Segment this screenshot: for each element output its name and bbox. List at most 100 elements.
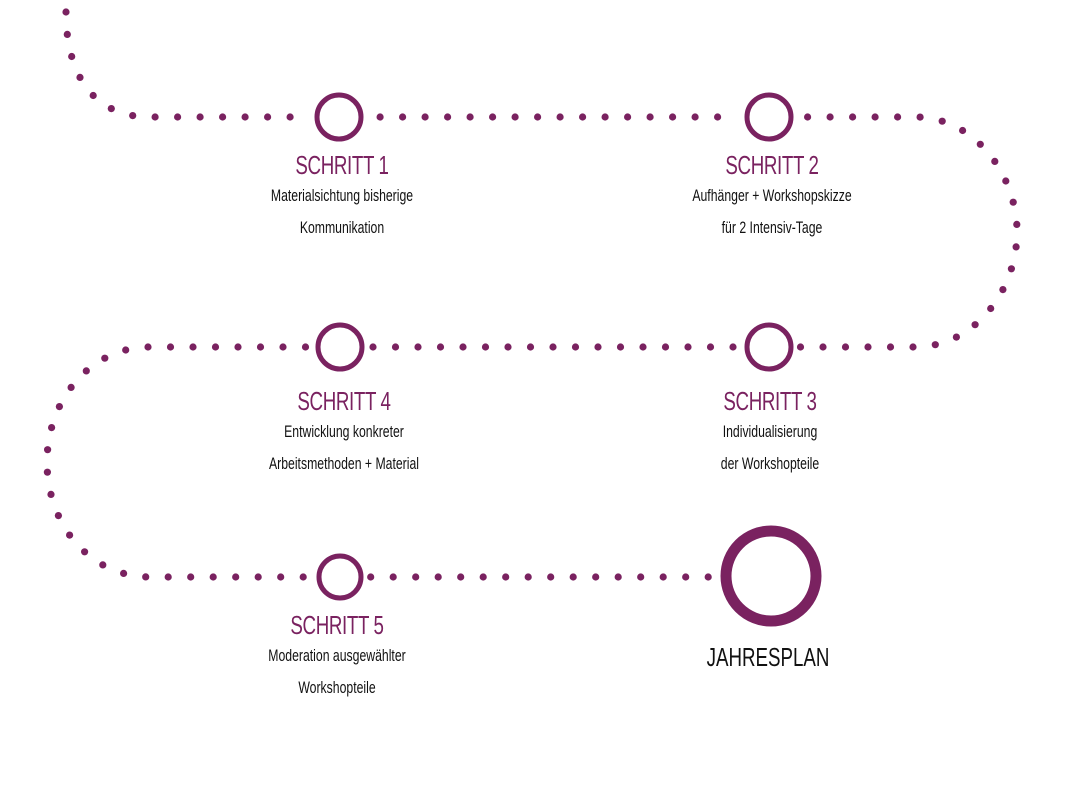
path-dot (399, 113, 407, 121)
path-dot (704, 573, 712, 581)
path-dot (886, 343, 895, 351)
step-5-title: SCHRITT 5 (290, 610, 384, 640)
path-dot (938, 117, 946, 125)
path-dot (457, 573, 465, 581)
path-dot (479, 573, 487, 581)
path-dot (232, 573, 240, 581)
path-dot (436, 343, 445, 351)
path-dot (101, 354, 109, 362)
path-dot (264, 113, 272, 121)
path-dot (804, 113, 812, 121)
step-1-marker (314, 92, 364, 142)
path-dot (219, 113, 227, 121)
path-dot (279, 343, 287, 351)
path-dot (661, 343, 670, 351)
step-5-line-1: Moderation ausgewählter (268, 646, 406, 665)
path-dot (389, 573, 397, 581)
path-dot (706, 343, 715, 351)
path-dot (714, 113, 722, 121)
path-dot (122, 346, 130, 354)
path-dot (639, 343, 647, 351)
path-dot (489, 113, 497, 121)
path-dot (646, 113, 654, 121)
path-dot (504, 343, 512, 351)
path-dot (174, 113, 182, 121)
path-dot (63, 30, 71, 38)
path-dot (1007, 265, 1016, 273)
path-dot (976, 140, 984, 148)
path-dot (81, 548, 89, 556)
path-dot (571, 343, 580, 351)
path-dot (286, 113, 294, 121)
path-dot (142, 573, 150, 581)
path-dot (376, 113, 384, 121)
path-dot (481, 343, 490, 351)
step-2-line-1: Aufhänger + Workshopskizze (692, 186, 852, 205)
path-dot (849, 113, 857, 121)
step-5: SCHRITT 5 Moderation ausgewählter Worksh… (217, 610, 457, 704)
path-dot (301, 343, 310, 351)
step-2-title: SCHRITT 2 (725, 150, 819, 180)
path-dot (841, 343, 850, 351)
path-dot (444, 113, 452, 121)
path-dot (616, 343, 625, 351)
path-dot (189, 343, 197, 351)
path-dot (601, 113, 609, 121)
step-3-title: SCHRITT 3 (723, 386, 817, 416)
path-dot (952, 333, 961, 341)
path-dot (144, 343, 152, 351)
path-dot (44, 446, 52, 454)
path-dot (54, 511, 63, 520)
dotted-path (43, 8, 1021, 581)
path-dot (526, 343, 535, 351)
step-1-line-2: Kommunikation (299, 218, 385, 237)
goal-label: JAHRESPLAN (706, 642, 830, 672)
path-dot (256, 343, 265, 351)
path-dot (254, 573, 262, 581)
path-dot (796, 343, 805, 351)
step-4-line-1: Entwicklung konkreter (284, 422, 404, 441)
path-dot (534, 113, 542, 121)
path-dot (624, 113, 632, 121)
path-dot (909, 343, 917, 351)
step-4-marker (315, 322, 365, 372)
path-dot (277, 573, 285, 581)
step-5-marker (316, 553, 364, 601)
step-3-line-2: der Workshopteile (720, 454, 820, 473)
path-dot (82, 367, 90, 375)
step-4-title: SCHRITT 4 (297, 386, 391, 416)
step-1-line-1: Materialsichtung bisherige (270, 186, 414, 205)
path-dot (47, 490, 55, 498)
path-dot (414, 343, 422, 351)
path-dot (502, 573, 510, 581)
path-dot (1009, 198, 1017, 206)
path-dot (659, 573, 667, 581)
path-dot (1002, 177, 1010, 185)
path-dot (682, 573, 690, 581)
path-dot (549, 343, 557, 351)
path-dot (66, 531, 74, 539)
path-dot (434, 573, 442, 581)
step-3-line-1: Individualisierung (722, 422, 818, 441)
path-dot (987, 304, 995, 313)
path-dot (234, 343, 242, 351)
path-dot (299, 573, 307, 581)
path-dot (367, 573, 375, 581)
path-dot (1013, 220, 1021, 228)
path-dot (48, 424, 56, 432)
path-dot (894, 113, 902, 121)
path-dot (76, 73, 84, 81)
path-dot (569, 573, 577, 581)
path-dot (819, 343, 827, 351)
path-dot (67, 383, 75, 391)
step-2-marker (744, 92, 794, 142)
path-dot (129, 112, 137, 120)
path-dot (614, 573, 622, 581)
path-dot (164, 573, 172, 581)
step-4: SCHRITT 4 Entwicklung konkreter Arbeitsm… (224, 386, 464, 480)
path-dot (691, 113, 699, 121)
path-dot (971, 321, 979, 329)
path-dot (187, 573, 195, 581)
step-2: SCHRITT 2 Aufhänger + Workshopskizze für… (652, 150, 892, 244)
